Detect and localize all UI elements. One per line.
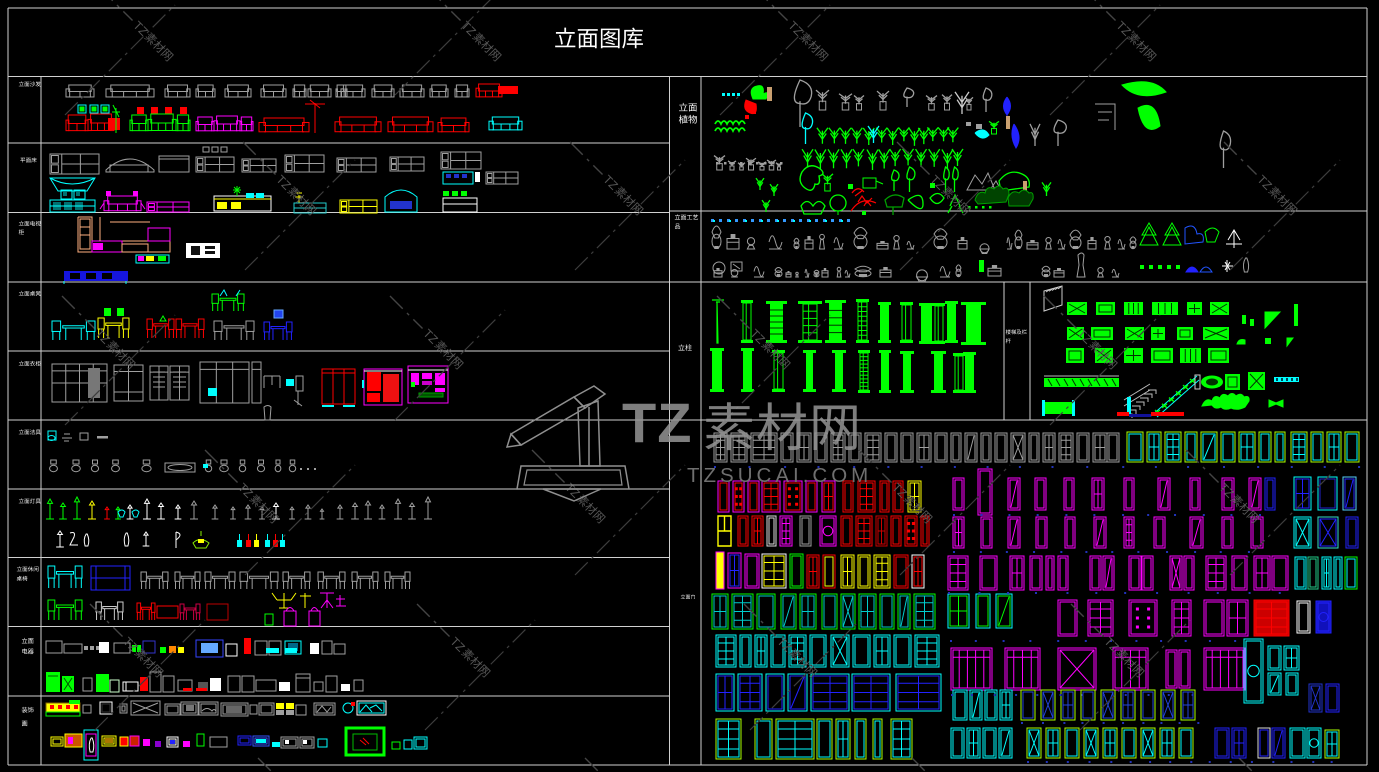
svg-text:TZSUCAI.COM: TZSUCAI.COM xyxy=(687,464,872,487)
svg-text:TZ: TZ xyxy=(622,391,692,454)
